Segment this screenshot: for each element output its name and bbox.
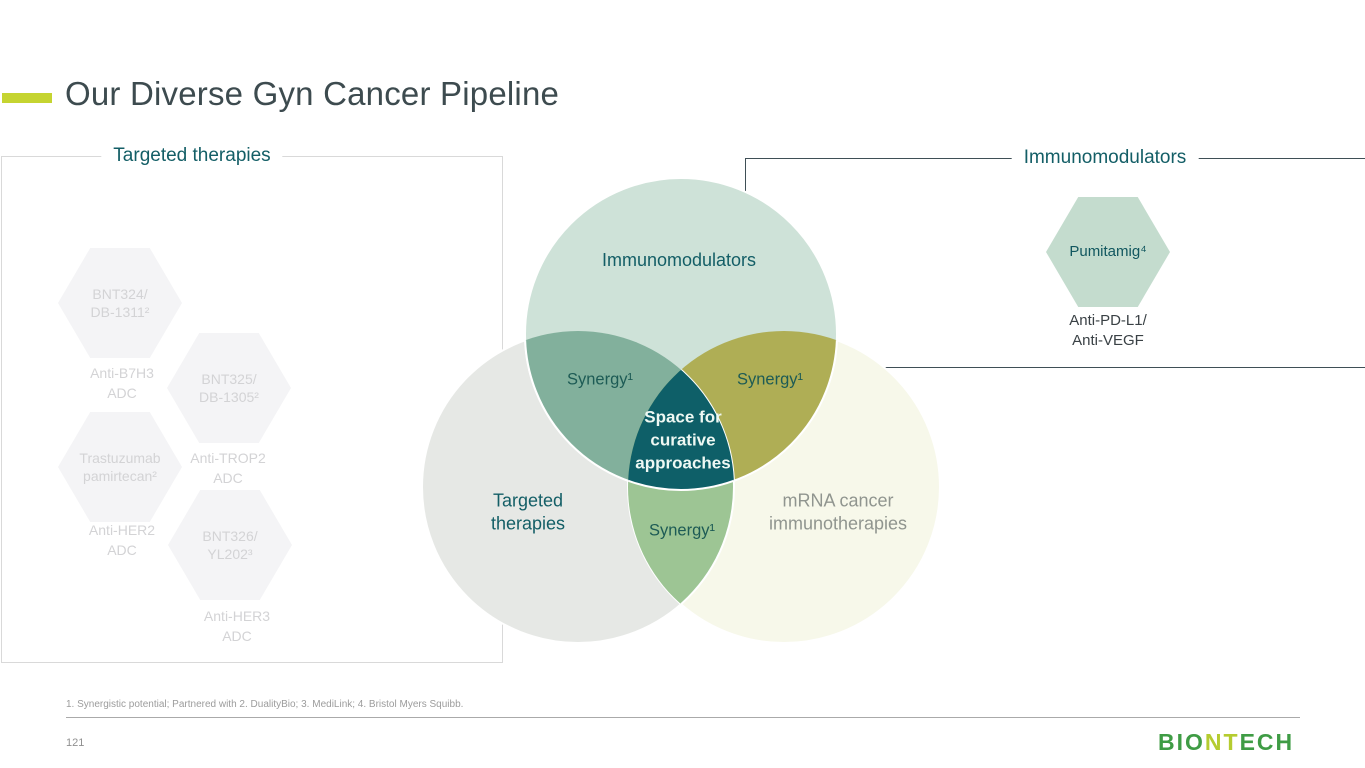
venn-label-line: therapies xyxy=(490,513,566,533)
caption-line: Anti-TROP2 xyxy=(190,450,266,466)
hexagon-bnt326-line2: YL202³ xyxy=(207,546,253,562)
logo-segment: BIO xyxy=(1158,729,1205,755)
caption-line: ADC xyxy=(107,541,137,558)
venn-label-targeted-therapies: Targeted therapies xyxy=(491,490,565,535)
page-number: 121 xyxy=(66,737,85,749)
biontech-logo: BIONTECH xyxy=(1158,729,1294,756)
immunomodulators-panel-title: Immunomodulators xyxy=(1011,147,1199,169)
hexagon-bnt324-line1: BNT324/ xyxy=(92,285,148,302)
caption-line: ADC xyxy=(222,627,252,644)
venn-label-line: mRNA cancer xyxy=(782,490,894,511)
caption-anti-pdl1-vegf: Anti-PD-L1/ Anti-VEGF xyxy=(1069,311,1147,352)
venn-label-immunomodulators: Immunomodulators xyxy=(601,249,757,270)
footnote: 1. Synergistic potential; Partnered with… xyxy=(66,699,464,710)
venn-center-line: approaches xyxy=(635,453,731,473)
venn-label-center: Space for curative approaches xyxy=(635,407,730,476)
logo-segment: ECH xyxy=(1239,729,1295,755)
hexagon-pumitamig-label: Pumitamig⁴ xyxy=(1069,243,1147,261)
venn-label-line: Targeted xyxy=(492,490,564,511)
venn-label-line: immunotherapies xyxy=(768,513,908,533)
caption-line: ADC xyxy=(213,469,243,486)
caption-line: Anti-HER3 xyxy=(203,608,271,624)
hexagon-trastuzumab-line2: pamirtecan² xyxy=(83,468,157,484)
logo-segment: NT xyxy=(1204,729,1240,755)
hexagon-bnt325-line1: BNT325/ xyxy=(201,370,257,387)
caption-line: Anti-HER2 xyxy=(88,522,156,538)
caption-line: Anti-VEGF xyxy=(1072,332,1144,350)
caption-anti-her3-adc: Anti-HER3 ADC xyxy=(204,607,270,646)
venn-center-line: Space for xyxy=(644,407,722,427)
venn-label-synergy-bottom: Synergy¹ xyxy=(648,521,716,540)
venn-label-mrna-immunotherapies: mRNA cancer immunotherapies xyxy=(769,490,907,535)
caption-anti-b7h3-adc: Anti-B7H3 ADC xyxy=(90,364,154,403)
hexagon-bnt324-line2: DB-1311² xyxy=(90,304,150,320)
page-title: Our Diverse Gyn Cancer Pipeline xyxy=(65,75,560,112)
caption-anti-trop2-adc: Anti-TROP2 ADC xyxy=(190,449,265,488)
accent-dash xyxy=(2,93,52,103)
hexagon-bnt325-line2: DB-1305² xyxy=(199,389,259,405)
caption-line: ADC xyxy=(107,384,137,401)
caption-line: Anti-PD-L1/ xyxy=(1069,312,1147,329)
caption-line: Anti-B7H3 xyxy=(90,365,154,381)
hexagon-trastuzumab-line1: Trastuzumab xyxy=(79,449,161,466)
venn-label-synergy-top-right: Synergy¹ xyxy=(736,370,804,389)
footer-divider xyxy=(66,717,1300,718)
hexagon-bnt326-line1: BNT326/ xyxy=(202,527,258,544)
caption-anti-her2-adc: Anti-HER2 ADC xyxy=(89,521,155,560)
venn-center-line: curative xyxy=(650,430,716,450)
targeted-therapies-panel-title: Targeted therapies xyxy=(101,145,283,167)
venn-label-synergy-top-left: Synergy¹ xyxy=(566,370,634,389)
